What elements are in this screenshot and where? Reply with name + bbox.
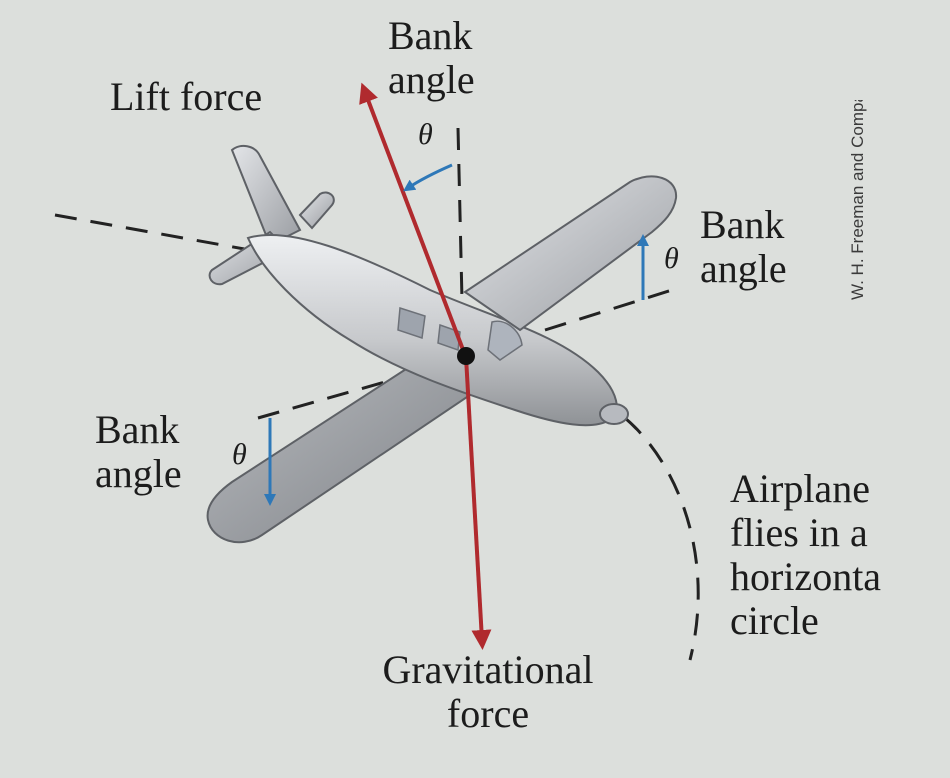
airplane — [206, 144, 678, 544]
top-theta-symbol: θ — [418, 118, 433, 151]
cabin-window-rear — [397, 307, 426, 339]
right-wing — [463, 175, 678, 332]
vertical-reference-line — [456, 127, 464, 301]
left-theta-symbol: θ — [232, 438, 247, 471]
gravitational-force-arrow — [464, 356, 492, 650]
left-bank-label-line1: Bank — [95, 407, 180, 452]
right-bank-label-line2: angle — [700, 246, 787, 291]
top-bank-label-line2: angle — [388, 57, 475, 102]
circle-path-label-line3: horizonta — [730, 554, 882, 599]
force-vectors — [359, 82, 492, 650]
center-of-mass-dot — [457, 347, 475, 365]
top-angle-arrow — [403, 163, 453, 192]
left-bank-label-line2: angle — [95, 451, 182, 496]
lift-force-label: Lift force — [110, 74, 263, 119]
tail-fin — [230, 144, 302, 247]
gravitational-label-line1: Gravitational — [382, 647, 594, 692]
circle-path-label: Airplane flies in a horizonta circle — [730, 467, 881, 643]
top-bank-label: Bank angle — [388, 14, 475, 102]
circle-path-line — [624, 416, 700, 661]
publisher-credit: W. H. Freeman and Company — [848, 100, 867, 300]
right-stabilizer — [298, 191, 335, 230]
circle-path-label-line2: flies in a — [730, 510, 868, 555]
windshield — [487, 320, 523, 361]
right-bank-label-line1: Bank — [700, 202, 785, 247]
lift-force-arrow — [359, 82, 467, 356]
bank-angle-arrows — [264, 163, 649, 506]
right-wing-horizontal-line — [544, 288, 673, 332]
propeller-hub — [599, 403, 629, 425]
fuselage-axis-line — [54, 213, 251, 252]
right-bank-label: Bank angle — [700, 203, 787, 291]
circle-path-label-line4: circle — [730, 598, 819, 643]
gravitational-force-label: Gravitational force — [338, 648, 638, 736]
circle-path-label-line1: Airplane — [730, 466, 870, 511]
left-bank-label: Bank angle — [95, 408, 182, 496]
right-theta-symbol: θ — [664, 242, 679, 275]
top-bank-label-line1: Bank — [388, 13, 473, 58]
gravitational-label-line2: force — [446, 691, 530, 736]
